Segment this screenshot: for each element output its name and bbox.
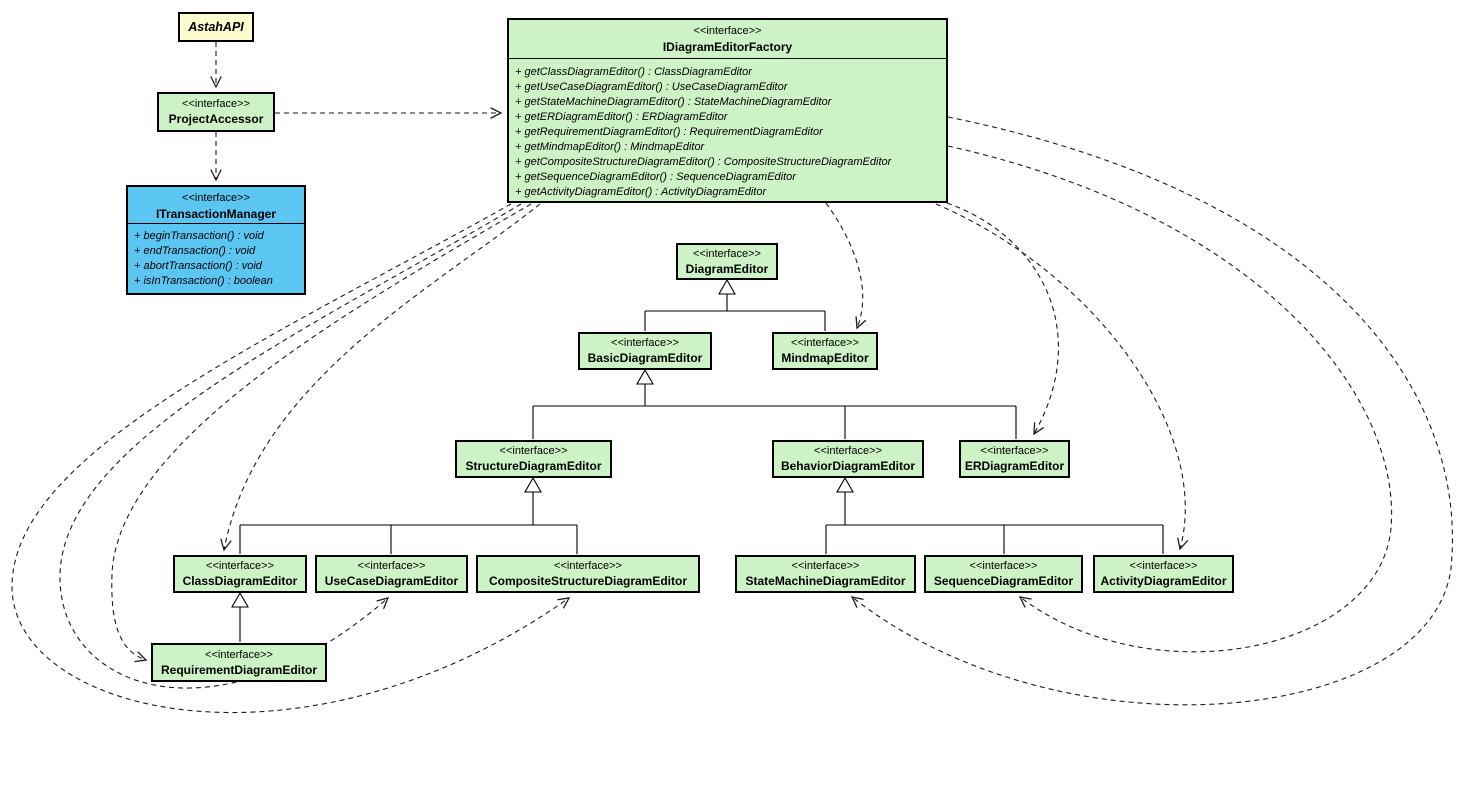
- class-name-label: IDiagramEditorFactory: [662, 40, 793, 54]
- class-box-behaviordiagrameditor[interactable]: <<interface>> BehaviorDiagramEditor: [772, 440, 924, 478]
- dep-factory-to-erdiagrameditor[interactable]: [946, 202, 1059, 436]
- method-compartment: + getClassDiagramEditor() : ClassDiagram…: [509, 59, 946, 200]
- stereotype-label: <<interface>>: [1129, 560, 1198, 572]
- gen-triangle-icon: [718, 278, 736, 295]
- class-name-label: SequenceDiagramEditor: [933, 574, 1074, 588]
- gen-lines[interactable]: [239, 492, 578, 554]
- stereotype-label: <<interface>>: [791, 560, 860, 572]
- method-compartment: + beginTransaction() : void + endTransac…: [128, 224, 304, 289]
- class-name-label: BehaviorDiagramEditor: [780, 459, 916, 473]
- stereotype-label: <<interface>>: [357, 560, 426, 572]
- class-name-label: ProjectAccessor: [168, 112, 264, 126]
- class-name-label: DiagramEditor: [685, 261, 769, 276]
- class-box-statemachinediagrameditor[interactable]: <<interface>> StateMachineDiagramEditor: [735, 555, 916, 593]
- gen-triangle-icon: [636, 368, 654, 385]
- method-item: + getMindmapEditor() : MindmapEditor: [515, 141, 705, 153]
- stereotype-label: <<interface>>: [693, 25, 762, 37]
- class-name-label: BasicDiagramEditor: [587, 351, 703, 365]
- method-item: + getRequirementDiagramEditor() : Requir…: [515, 126, 823, 138]
- dep-factory-to-sequencediagrameditor[interactable]: [947, 145, 1393, 653]
- gen-triangle-icon: [836, 476, 854, 493]
- class-box-structurediagrameditor[interactable]: <<interface>> StructureDiagramEditor: [455, 440, 612, 478]
- dep-factory-to-mindmapeditor[interactable]: [825, 202, 867, 330]
- gen-lines[interactable]: [644, 294, 826, 331]
- stereotype-label: <<interface>>: [499, 445, 568, 457]
- class-box-requirementdiagrameditor[interactable]: <<interface>> RequirementDiagramEditor: [151, 643, 327, 682]
- gen-lines[interactable]: [532, 384, 1017, 439]
- class-box-itransactionmanager[interactable]: <<interface>> ITransactionManager + begi…: [126, 185, 306, 295]
- method-item: + getActivityDiagramEditor() : ActivityD…: [515, 186, 767, 198]
- class-box-mindmapeditor[interactable]: <<interface>> MindmapEditor: [772, 332, 878, 370]
- stereotype-label: <<interface>>: [206, 560, 274, 572]
- stereotype-label: <<interface>>: [205, 648, 273, 661]
- class-name-label: StructureDiagramEditor: [465, 459, 602, 473]
- class-name-label: ActivityDiagramEditor: [1100, 574, 1227, 588]
- stereotype-label: <<interface>>: [814, 445, 882, 457]
- dep-factory-to-requirementdiagrameditor[interactable]: [111, 203, 532, 663]
- class-name-label: ERDiagramEditor: [964, 459, 1065, 473]
- gen-lines[interactable]: [825, 492, 1164, 554]
- method-item: + abortTransaction() : void: [134, 260, 262, 272]
- gen-requirement-to-classdiagrameditor[interactable]: [231, 591, 249, 642]
- class-name-label: CompositeStructureDiagramEditor: [488, 574, 688, 588]
- method-item: + getStateMachineDiagramEditor() : State…: [515, 96, 832, 108]
- method-item: + getUseCaseDiagramEditor() : UseCaseDia…: [515, 81, 788, 93]
- class-box-compositestructurediagrameditor[interactable]: <<interface>> CompositeStructureDiagramE…: [476, 555, 700, 593]
- stereotype-label: <<interface>>: [182, 192, 250, 204]
- dep-factory-to-statemachinediagrameditor[interactable]: [850, 116, 1453, 706]
- stereotype-label: <<interface>>: [182, 98, 250, 110]
- class-box-basicdiagrameditor[interactable]: <<interface>> BasicDiagramEditor: [578, 332, 712, 370]
- stereotype-label: <<interface>>: [693, 247, 761, 260]
- class-name-label: ClassDiagramEditor: [182, 574, 298, 588]
- gen-triangle-icon: [524, 476, 542, 493]
- gen-behaviordiagrameditor-children[interactable]: [825, 476, 1164, 554]
- class-name-label: UseCaseDiagramEditor: [324, 574, 459, 588]
- stereotype-label: <<interface>>: [980, 445, 1049, 457]
- class-box-classdiagrameditor[interactable]: <<interface>> ClassDiagramEditor: [173, 555, 307, 593]
- class-title-compartment: <<interface>> ITransactionManager: [128, 187, 304, 224]
- dep-factory-to-activitydiagrameditor[interactable]: [935, 203, 1189, 551]
- method-item: + getCompositeStructureDiagramEditor() :…: [515, 156, 892, 168]
- gen-structurediagrameditor-children[interactable]: [239, 476, 578, 554]
- stereotype-label: <<interface>>: [969, 560, 1038, 572]
- method-item: + getSequenceDiagramEditor() : SequenceD…: [515, 171, 796, 183]
- class-box-activitydiagrameditor[interactable]: <<interface>> ActivityDiagramEditor: [1093, 555, 1234, 593]
- class-box-erdiagrameditor[interactable]: <<interface>> ERDiagramEditor: [959, 440, 1070, 478]
- method-item: + getERDiagramEditor() : ERDiagramEditor: [515, 111, 728, 123]
- class-name-label: RequirementDiagramEditor: [160, 662, 318, 677]
- dep-factory-to-compositestructurediagrameditor[interactable]: [11, 203, 571, 714]
- class-box-idiagrameditorfactory[interactable]: <<interface>> IDiagramEditorFactory + ge…: [507, 18, 948, 203]
- gen-basicdiagrameditor-children[interactable]: [532, 368, 1017, 439]
- gen-diagrameditor-children[interactable]: [644, 278, 826, 331]
- dep-factory-to-usecasediagrameditor[interactable]: [59, 203, 522, 689]
- method-item: + endTransaction() : void: [134, 245, 256, 257]
- class-box-projectaccessor[interactable]: <<interface>> ProjectAccessor: [157, 92, 275, 132]
- stereotype-label: <<interface>>: [611, 337, 679, 349]
- class-box-usecasediagrameditor[interactable]: <<interface>> UseCaseDiagramEditor: [315, 555, 468, 593]
- class-box-sequencediagrameditor[interactable]: <<interface>> SequenceDiagramEditor: [924, 555, 1083, 593]
- stereotype-label: <<interface>>: [554, 560, 622, 572]
- method-item: + getClassDiagramEditor() : ClassDiagram…: [515, 66, 752, 78]
- class-name-label: AstahAPI: [188, 20, 244, 34]
- class-box-diagrameditor[interactable]: <<interface>> DiagramEditor: [676, 243, 778, 280]
- class-name-label: MindmapEditor: [781, 351, 869, 365]
- stereotype-label: <<interface>>: [791, 337, 859, 349]
- class-name-label: StateMachineDiagramEditor: [745, 574, 906, 588]
- dep-factory-to-classdiagrameditor[interactable]: [220, 203, 541, 552]
- class-box-astahapi[interactable]: AstahAPI: [178, 12, 254, 42]
- class-title-compartment: <<interface>> IDiagramEditorFactory: [509, 20, 946, 59]
- class-name-label: ITransactionManager: [155, 207, 277, 221]
- method-item: + isInTransaction() : boolean: [134, 275, 273, 287]
- method-item: + beginTransaction() : void: [134, 230, 264, 242]
- gen-triangle-icon: [231, 591, 249, 608]
